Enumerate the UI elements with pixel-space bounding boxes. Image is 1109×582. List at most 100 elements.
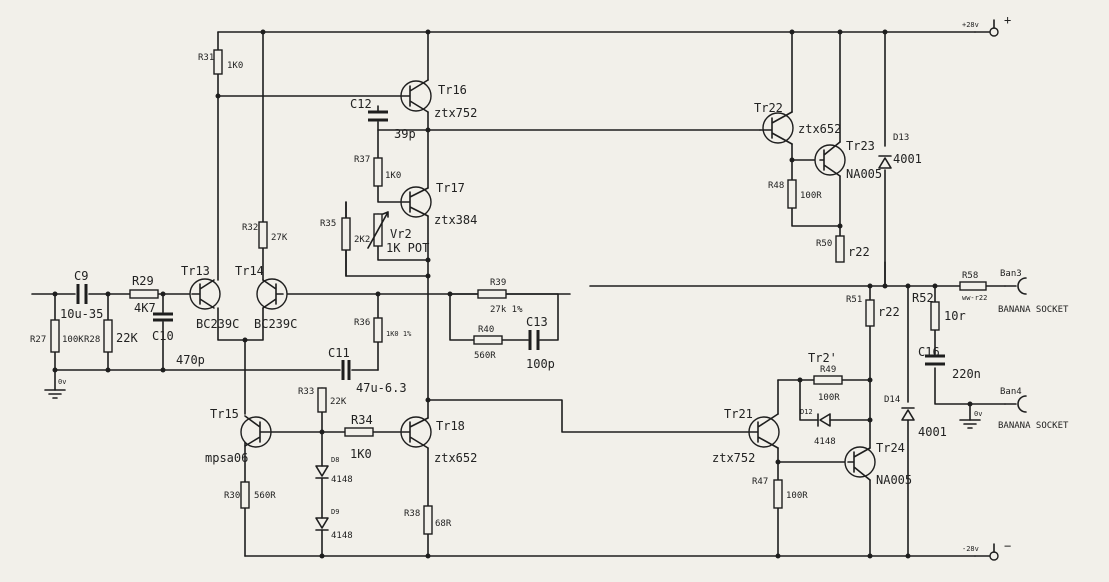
transistor-tr23[interactable]: Tr23 NA005 bbox=[814, 139, 882, 181]
tr16-part: ztx752 bbox=[434, 106, 477, 120]
c16-val: 220n bbox=[952, 367, 981, 381]
capacitor-c10[interactable]: C10 470p bbox=[152, 312, 205, 367]
resistor-r52[interactable]: R52 10r bbox=[912, 291, 966, 331]
positive-rail-terminal[interactable]: +28v + bbox=[962, 13, 1011, 37]
tr16-ref: Tr16 bbox=[438, 83, 467, 97]
r49-val: 100R bbox=[818, 393, 840, 403]
banana-socket-ban4[interactable]: Ban4 BANANA SOCKET bbox=[998, 387, 1069, 431]
resistor-r28[interactable]: R28 22K bbox=[84, 319, 138, 353]
tr23-ref: Tr23 bbox=[846, 139, 875, 153]
resistor-r49[interactable]: R49 100R bbox=[813, 365, 843, 403]
r30-val: 560R bbox=[254, 491, 276, 501]
resistor-r32[interactable]: R32 27K bbox=[242, 221, 288, 249]
resistor-r27[interactable]: R27 100K bbox=[30, 319, 84, 353]
r52-val: 10r bbox=[944, 309, 966, 323]
r38-val: 68R bbox=[435, 519, 452, 529]
transistor-tr22[interactable]: Tr22 ztx652 bbox=[754, 101, 841, 145]
d14-val: 4001 bbox=[918, 425, 947, 439]
vr2-val: 1K POT bbox=[386, 241, 429, 255]
c10-val: 470p bbox=[176, 353, 205, 367]
d9-ref: D9 bbox=[331, 508, 339, 516]
d14-ref: D14 bbox=[884, 395, 900, 405]
resistor-r58[interactable]: R58 ww-r22 bbox=[959, 271, 987, 302]
c16-ref: C16 bbox=[918, 345, 940, 359]
c12-val: 39p bbox=[394, 127, 416, 141]
r32-val: 27K bbox=[271, 233, 288, 243]
resistor-r38[interactable]: R38 68R bbox=[404, 505, 452, 535]
resistor-r29[interactable]: R29 4K7 bbox=[129, 274, 159, 315]
resistor-r47[interactable]: R47 100R bbox=[752, 477, 808, 509]
r51-ref: R51 bbox=[846, 295, 862, 305]
resistor-r33[interactable]: R33 22K bbox=[298, 387, 347, 413]
diode-d12[interactable]: D12 4148 bbox=[800, 408, 836, 447]
diode-d9[interactable]: D9 4148 bbox=[315, 508, 353, 541]
r37-ref: R37 bbox=[354, 155, 370, 165]
d13-ref: D13 bbox=[893, 133, 909, 143]
ground-label-input: 0v bbox=[58, 378, 66, 386]
tr17-part: ztx384 bbox=[434, 213, 477, 227]
negative-rail-note: -28v bbox=[962, 545, 979, 553]
capacitor-c9[interactable]: C9 10u-35 bbox=[60, 269, 103, 321]
transistor-tr16[interactable]: Tr16 ztx752 bbox=[400, 79, 477, 120]
c13-ref: C13 bbox=[526, 315, 548, 329]
ban3-ref: Ban3 bbox=[1000, 269, 1022, 279]
c11-ref: C11 bbox=[328, 346, 350, 360]
positive-rail-symbol: + bbox=[1004, 13, 1011, 27]
r30-ref: R30 bbox=[224, 491, 240, 501]
c9-ref: C9 bbox=[74, 269, 88, 283]
tr15-ref: Tr15 bbox=[210, 407, 239, 421]
capacitor-c11[interactable]: C11 47u-6.3 bbox=[328, 346, 407, 395]
diode-d14[interactable]: D14 4001 bbox=[884, 395, 947, 439]
tr15-part: mpsa06 bbox=[205, 451, 248, 465]
resistor-r37[interactable]: R37 1K0 bbox=[354, 155, 401, 187]
transistor-tr13[interactable]: Tr13 BC239C bbox=[181, 264, 239, 331]
ban4-label: BANANA SOCKET bbox=[998, 421, 1069, 431]
ban4-ref: Ban4 bbox=[1000, 387, 1022, 397]
transistor-tr15[interactable]: Tr15 mpsa06 bbox=[205, 407, 272, 465]
potentiometer-vr2[interactable]: Vr2 1K POT bbox=[367, 211, 429, 255]
resistor-r50[interactable]: R50 r22 bbox=[816, 235, 870, 263]
ground-symbol-output: 0v bbox=[959, 410, 982, 429]
transistor-tr21[interactable]: Tr21 ztx752 bbox=[712, 407, 780, 465]
r29-ref: R29 bbox=[132, 274, 154, 288]
wires bbox=[31, 31, 1006, 557]
resistor-r51[interactable]: R51 r22 bbox=[846, 295, 900, 327]
transistor-tr17[interactable]: Tr17 ztx384 bbox=[400, 181, 477, 227]
diode-d13[interactable]: D13 4001 bbox=[878, 133, 922, 169]
tr23-part: NA005 bbox=[846, 167, 882, 181]
diode-d8[interactable]: D8 4148 bbox=[315, 456, 353, 485]
resistor-r39[interactable]: R39 27k 1% bbox=[477, 278, 523, 315]
resistor-r31[interactable]: R31 1K0 bbox=[198, 49, 243, 75]
banana-socket-ban3[interactable]: Ban3 BANANA SOCKET bbox=[998, 269, 1069, 315]
r27-val: 100K bbox=[62, 335, 84, 345]
capacitor-c16[interactable]: C16 220n bbox=[918, 345, 981, 381]
resistor-r40[interactable]: R40 560R bbox=[473, 325, 503, 361]
tr13-ref: Tr13 bbox=[181, 264, 210, 278]
transistor-tr24[interactable]: Tr24 NA005 bbox=[844, 441, 912, 487]
r35-val: 2K2 bbox=[354, 235, 370, 245]
resistor-r35[interactable]: R35 2K2 bbox=[320, 217, 370, 251]
tr21-part: ztx752 bbox=[712, 451, 755, 465]
resistor-r36[interactable]: R36 1K0 1% bbox=[354, 317, 412, 343]
r40-val: 560R bbox=[474, 351, 496, 361]
capacitor-c12[interactable]: C12 39p bbox=[350, 97, 416, 141]
capacitor-c13[interactable]: C13 100p bbox=[526, 315, 555, 371]
resistor-r34[interactable]: R34 1K0 bbox=[344, 413, 374, 461]
r36-ref: R36 bbox=[354, 318, 370, 328]
resistor-r48[interactable]: R48 100R bbox=[768, 179, 822, 209]
transistor-tr14[interactable]: Tr14 BC239C bbox=[235, 264, 297, 331]
transistor-tr18[interactable]: Tr18 ztx652 bbox=[400, 416, 477, 465]
resistor-r30[interactable]: R30 560R bbox=[224, 481, 276, 509]
r34-val: 1K0 bbox=[350, 447, 372, 461]
r49-ref: R49 bbox=[820, 365, 836, 375]
r38-ref: R38 bbox=[404, 509, 420, 519]
tr22-ref: Tr22 bbox=[754, 101, 783, 115]
r29-val: 4K7 bbox=[134, 301, 156, 315]
tr18-ref: Tr18 bbox=[436, 419, 465, 433]
d12-val: 4148 bbox=[814, 437, 836, 447]
negative-rail-terminal[interactable]: -28v − bbox=[962, 539, 1011, 561]
ground-label-output: 0v bbox=[974, 410, 982, 418]
d9-val: 4148 bbox=[331, 531, 353, 541]
r34-ref: R34 bbox=[351, 413, 373, 427]
r31-val: 1K0 bbox=[227, 61, 243, 71]
